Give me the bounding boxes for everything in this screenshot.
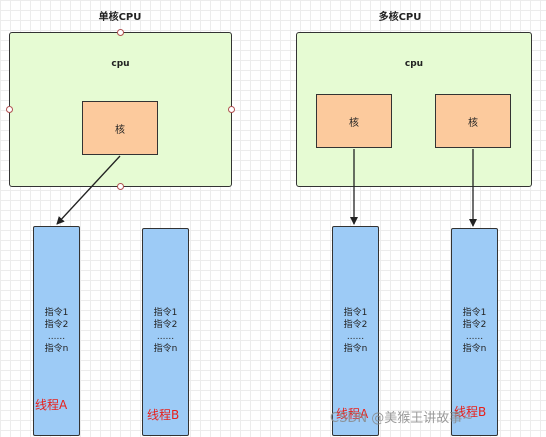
instruction-line: 指令n <box>343 344 368 354</box>
thread-a-right-name: 线程A <box>336 407 369 421</box>
instruction-line: ...... <box>465 332 484 342</box>
instruction-line: ...... <box>346 332 365 342</box>
instruction-line: ...... <box>47 332 66 342</box>
instruction-line: 指令n <box>462 344 487 354</box>
thread-b-right: 指令1 指令2 ...... 指令n <box>451 228 498 436</box>
selection-handle <box>228 106 235 113</box>
cpu-label: cpu <box>111 59 130 69</box>
thread-b-right-name: 线程B <box>454 405 487 419</box>
thread-a-right: 指令1 指令2 ...... 指令n <box>332 226 379 436</box>
multi-core-1: 核 <box>316 94 392 148</box>
instruction-line: ...... <box>156 332 175 342</box>
thread-a-left: 指令1 指令2 ...... 指令n <box>33 226 80 436</box>
watermark: CSDN @美猴王讲故事~ <box>330 411 474 426</box>
thread-b-left-name: 线程B <box>147 408 180 422</box>
multi-core-title: 多核CPU <box>378 12 422 23</box>
instruction-line: 指令2 <box>153 320 178 330</box>
arrow-core-to-thread-a <box>56 155 121 225</box>
selection-handle <box>117 183 124 190</box>
instruction-line: 指令2 <box>44 320 69 330</box>
instruction-line: 指令1 <box>462 308 487 318</box>
instruction-line: 指令n <box>44 344 69 354</box>
selection-handle <box>6 106 13 113</box>
instruction-line: 指令1 <box>153 308 178 318</box>
instruction-line: 指令1 <box>44 308 69 318</box>
instruction-line: 指令1 <box>343 308 368 318</box>
cpu-label: cpu <box>404 59 424 69</box>
single-core: 核 <box>82 101 158 155</box>
thread-a-left-name: 线程A <box>35 398 68 412</box>
single-core-title: 单核CPU <box>98 12 142 23</box>
instruction-line: 指令2 <box>462 320 487 330</box>
thread-b-left: 指令1 指令2 ...... 指令n <box>142 228 189 436</box>
instruction-line: 指令2 <box>343 320 368 330</box>
multi-core-2: 核 <box>435 94 511 148</box>
selection-handle <box>117 29 124 36</box>
instruction-line: 指令n <box>153 344 178 354</box>
